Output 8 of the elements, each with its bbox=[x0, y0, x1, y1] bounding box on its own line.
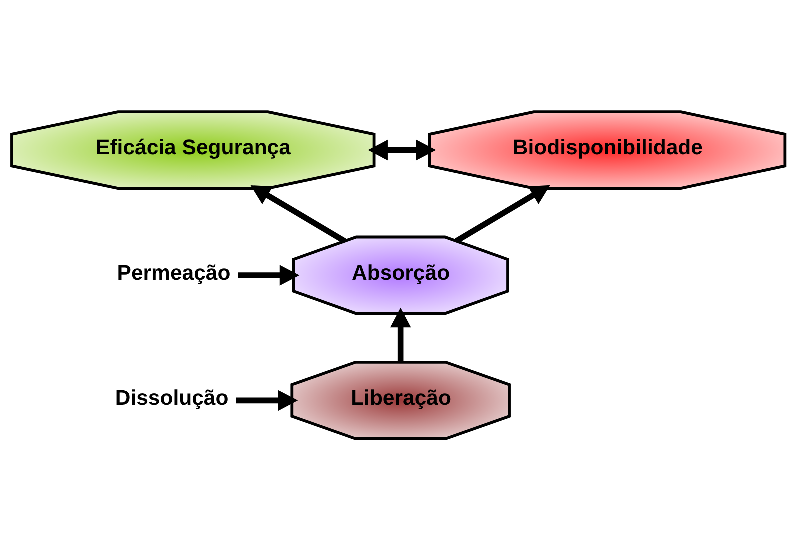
arrow bbox=[455, 185, 550, 244]
arrow bbox=[238, 265, 300, 286]
node-text: Dissolução bbox=[115, 386, 229, 410]
arrow bbox=[390, 308, 412, 362]
node-text: Permeação bbox=[117, 260, 231, 285]
arrow bbox=[368, 140, 436, 161]
arrow bbox=[236, 390, 298, 412]
arrow bbox=[250, 185, 346, 244]
